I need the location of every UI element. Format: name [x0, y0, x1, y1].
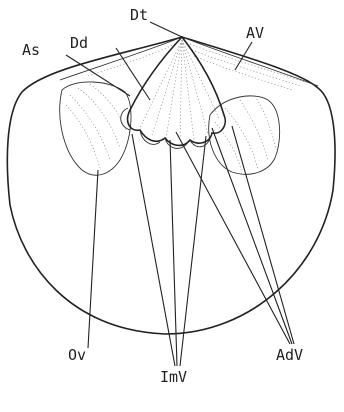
label-av: AV [246, 24, 264, 42]
leader-adv-1 [176, 132, 290, 344]
dorsal-fan-ribs [140, 40, 220, 142]
leader-av [235, 42, 252, 70]
label-ov: Ov [68, 346, 86, 364]
leader-dt [150, 22, 182, 37]
leader-adv-2 [212, 128, 292, 344]
label-adv: AdV [276, 346, 303, 364]
leader-imv-2 [170, 140, 177, 366]
label-imv: ImV [160, 368, 187, 386]
label-dd: Dd [70, 34, 88, 52]
ovarian-lobe-right [209, 96, 280, 174]
ovarian-lobe-left-hatching [66, 84, 126, 168]
leader-ov [88, 170, 98, 348]
leader-lines [66, 22, 294, 366]
ovarian-lobe-left [60, 82, 131, 175]
dorsal-fan [128, 37, 226, 145]
leader-dd [116, 48, 150, 100]
label-dt: Dt [130, 6, 148, 24]
leader-adv-3 [232, 126, 294, 344]
leader-as [66, 55, 130, 96]
label-as: As [22, 41, 40, 59]
vascular-hatching [88, 44, 305, 90]
